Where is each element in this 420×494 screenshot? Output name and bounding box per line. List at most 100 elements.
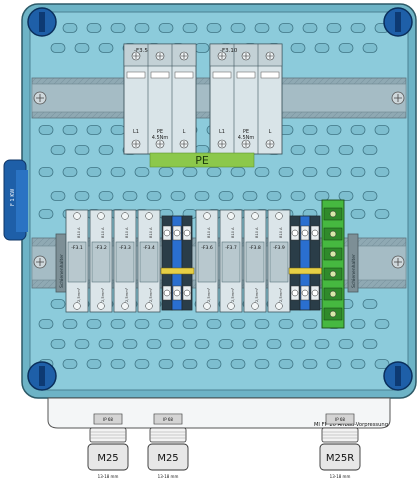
mounting-hole bbox=[50, 339, 66, 349]
mounting-hole bbox=[326, 167, 342, 177]
mounting-hole bbox=[338, 339, 354, 349]
mounting-hole bbox=[206, 167, 222, 177]
mounting-hole bbox=[218, 339, 234, 349]
terminal-screw bbox=[203, 212, 211, 220]
rail-screw-top-right bbox=[391, 91, 405, 105]
mounting-hole bbox=[230, 359, 246, 369]
mounting-hole bbox=[74, 145, 90, 155]
terminal-blocks bbox=[160, 199, 345, 329]
mcb-id: -F3.8 bbox=[249, 245, 261, 251]
terminal-screw bbox=[173, 289, 181, 297]
screw-slot bbox=[157, 141, 163, 147]
terminal-screw bbox=[329, 310, 337, 318]
terminal-screw bbox=[163, 229, 171, 237]
side-tab-label: F 1 KW bbox=[10, 189, 16, 206]
mounting-hole bbox=[362, 299, 378, 309]
mcb: -F3.8 B10 A 2,5mm² bbox=[243, 209, 267, 313]
mounting-hole bbox=[50, 299, 66, 309]
breaker-id: -F3.10 bbox=[220, 48, 238, 54]
mounting-hole bbox=[350, 125, 366, 135]
mounting-hole bbox=[158, 167, 174, 177]
terminal-block bbox=[171, 215, 183, 311]
breaker-window bbox=[212, 71, 232, 79]
terminal-bridge bbox=[160, 267, 195, 275]
mounting-hole bbox=[38, 125, 54, 135]
terminal-screw bbox=[163, 289, 171, 297]
mounting-hole bbox=[302, 319, 318, 329]
mcb-toggle bbox=[245, 241, 265, 283]
terminal-screw bbox=[301, 289, 309, 297]
terminal-block bbox=[181, 215, 193, 311]
mounting-hole bbox=[98, 191, 114, 201]
corner-screw bbox=[383, 7, 413, 37]
terminal-block bbox=[161, 215, 173, 311]
mounting-hole bbox=[110, 23, 126, 33]
mounting-hole bbox=[206, 319, 222, 329]
gland-size: 13-18 mm bbox=[330, 474, 351, 479]
mcb-toggle bbox=[67, 241, 87, 283]
mounting-hole bbox=[110, 167, 126, 177]
mcb-toggle bbox=[91, 241, 111, 283]
mounting-hole bbox=[278, 359, 294, 369]
breaker-window bbox=[126, 71, 146, 79]
rail-screw-mid-right bbox=[391, 255, 405, 269]
terminal-screw bbox=[329, 230, 337, 238]
mounting-hole bbox=[86, 167, 102, 177]
mounting-hole bbox=[194, 191, 210, 201]
screw-slot bbox=[133, 141, 139, 147]
terminal-screw bbox=[329, 250, 337, 258]
mounting-hole bbox=[98, 145, 114, 155]
mounting-hole bbox=[110, 359, 126, 369]
mounting-hole bbox=[62, 359, 78, 369]
breaker-terminal-label: PE bbox=[243, 129, 249, 135]
terminal-screw bbox=[121, 212, 129, 220]
mcb-toggle bbox=[221, 241, 241, 283]
terminal-screw bbox=[275, 302, 283, 310]
terminal-bridge bbox=[288, 267, 323, 275]
mounting-hole bbox=[338, 191, 354, 201]
mcb-id: -F3.1 bbox=[71, 245, 83, 251]
mcb-toggle bbox=[115, 241, 135, 283]
mcb-id: -F3.2 bbox=[95, 245, 107, 251]
terminal-screw bbox=[251, 212, 259, 220]
gland-body bbox=[147, 443, 189, 471]
screw-slot bbox=[181, 53, 187, 59]
breaker-id: -F3.5 bbox=[134, 48, 148, 54]
mcb-wire-size: 2,5mm² bbox=[207, 287, 211, 302]
gland-cap bbox=[153, 413, 183, 425]
mounting-hole bbox=[326, 359, 342, 369]
mcb-rating: B10 A bbox=[255, 227, 259, 238]
mounting-hole bbox=[122, 191, 138, 201]
terminal-screw bbox=[73, 212, 81, 220]
screw-slot bbox=[243, 141, 249, 147]
screw-slot bbox=[267, 53, 273, 59]
mounting-hole bbox=[254, 23, 270, 33]
mounting-hole bbox=[50, 145, 66, 155]
corner-screw bbox=[27, 7, 57, 37]
terminal-screw bbox=[173, 229, 181, 237]
mounting-hole bbox=[146, 339, 162, 349]
mcb-wire-size: 2,5mm² bbox=[255, 287, 259, 302]
gland-rating: IP 68 bbox=[163, 417, 173, 422]
breaker-window bbox=[150, 71, 170, 79]
mounting-hole bbox=[290, 145, 306, 155]
terminal-screw bbox=[145, 212, 153, 220]
screw-slot bbox=[39, 12, 45, 32]
mounting-hole bbox=[158, 319, 174, 329]
mounting-hole bbox=[374, 125, 390, 135]
mounting-hole bbox=[326, 23, 342, 33]
terminal-screw bbox=[145, 302, 153, 310]
mounting-hole bbox=[134, 23, 150, 33]
breaker-terminal-label: L bbox=[183, 129, 186, 135]
mounting-hole bbox=[206, 23, 222, 33]
mounting-hole bbox=[122, 339, 138, 349]
mcb-id: -F3.4 bbox=[143, 245, 155, 251]
mounting-hole bbox=[134, 359, 150, 369]
mounting-hole bbox=[182, 359, 198, 369]
